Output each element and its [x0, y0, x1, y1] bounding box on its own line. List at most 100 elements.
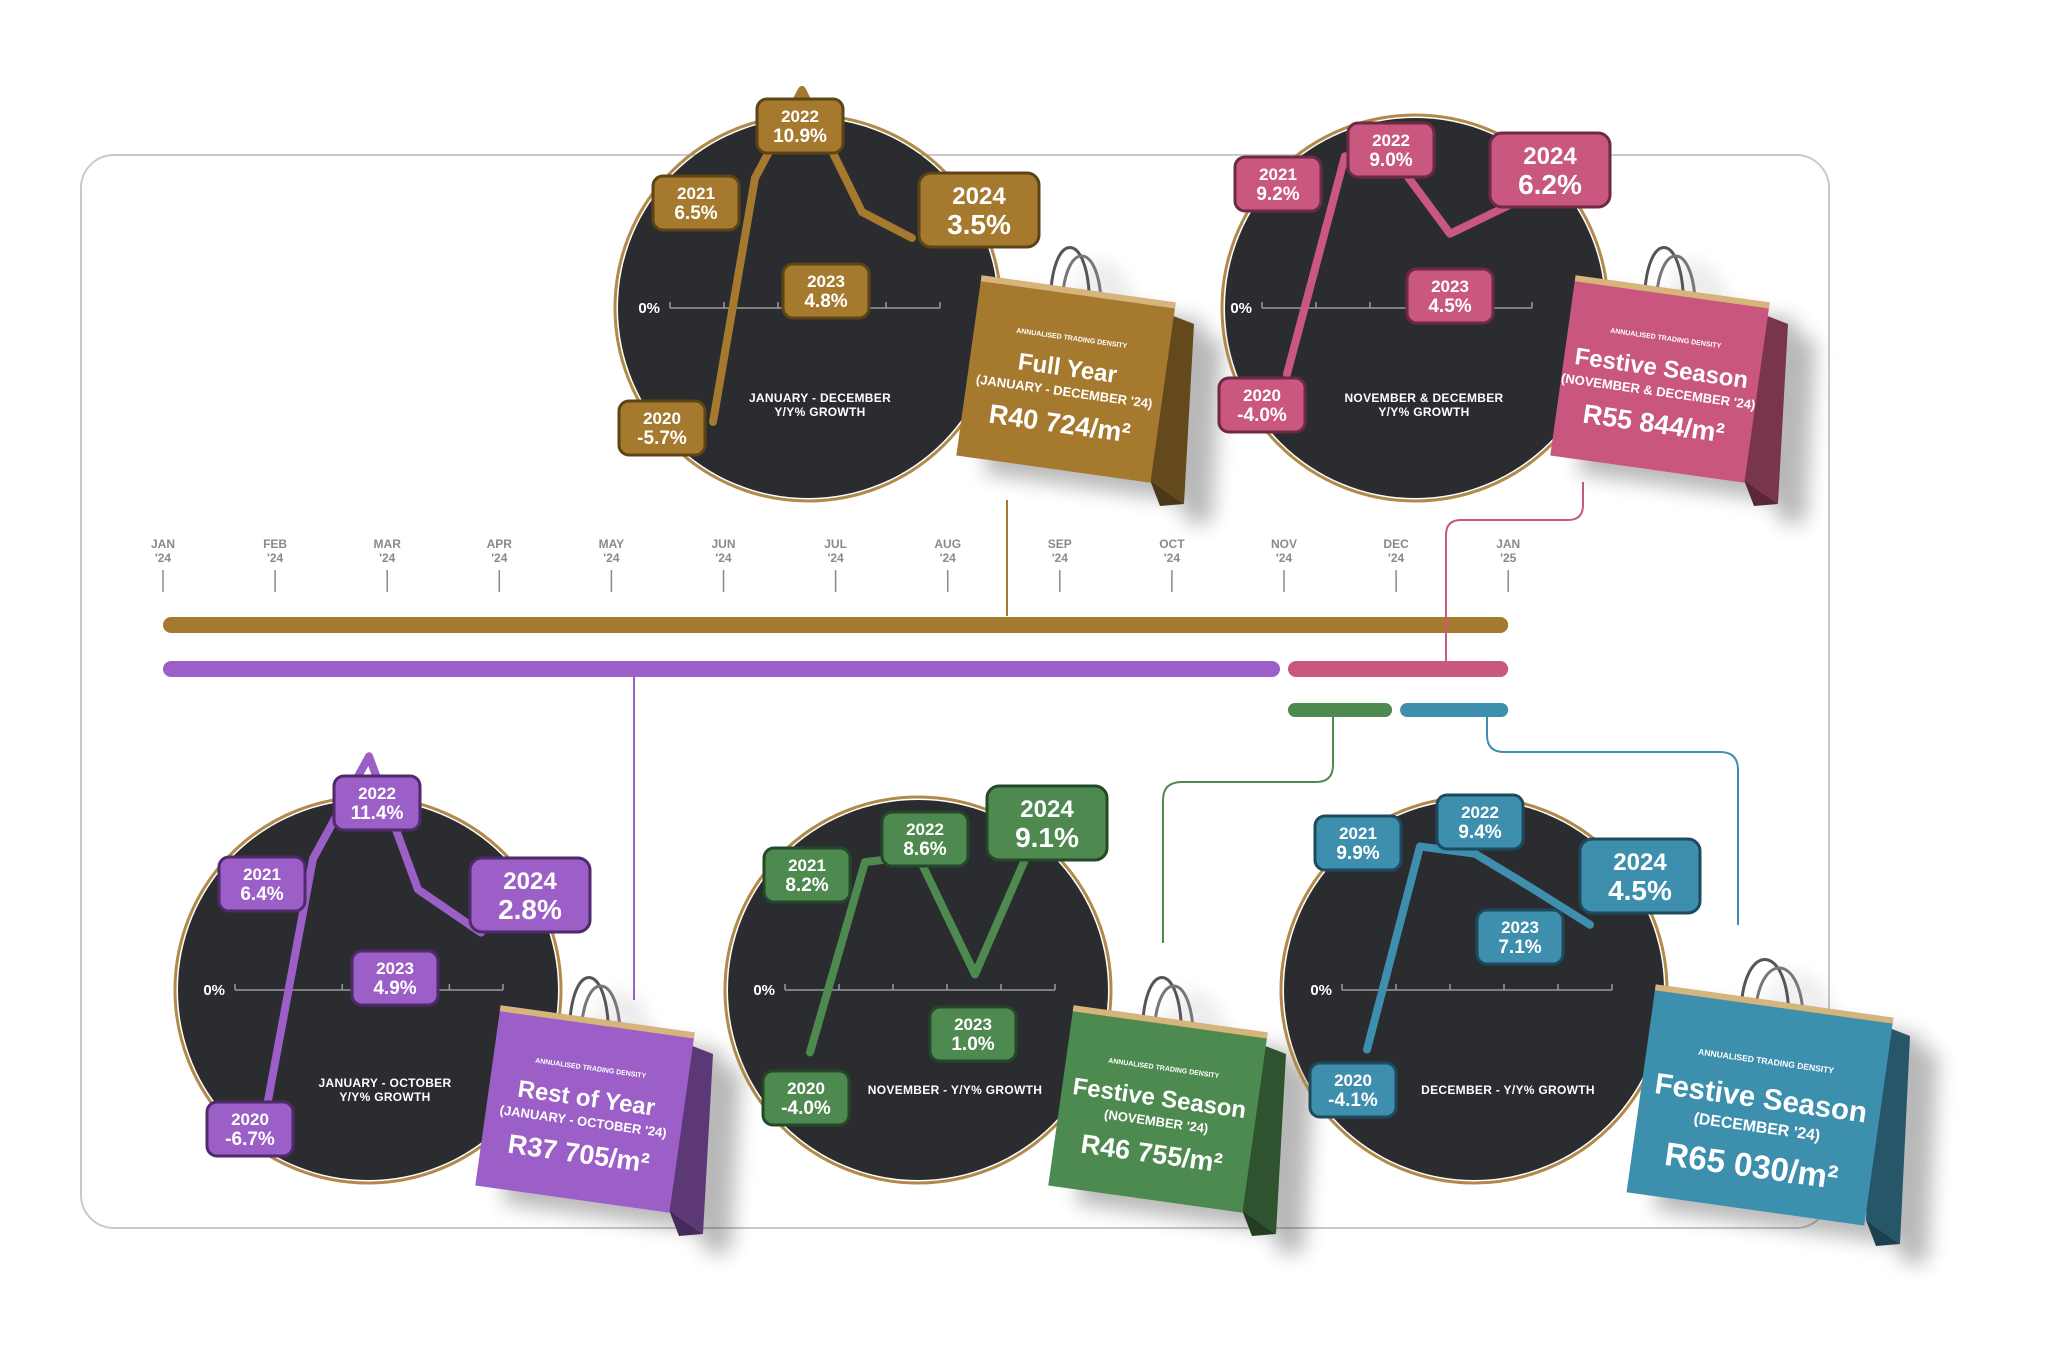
- data-label-box: [1578, 837, 1702, 915]
- data-label-year: 2021: [1339, 824, 1377, 843]
- bag-bottom: [1242, 1210, 1276, 1236]
- bag-bottom: [669, 1210, 703, 1236]
- timeline-bar-festive-season: [1288, 661, 1509, 677]
- month-label: JAN: [151, 537, 175, 551]
- data-label-year: 2021: [788, 856, 826, 875]
- data-label-box: [468, 856, 592, 934]
- data-label-value: 3.5%: [947, 209, 1011, 240]
- data-label-year: 2023: [1501, 918, 1539, 937]
- bag-bottom: [1150, 480, 1184, 506]
- data-label-value: 10.9%: [773, 126, 827, 147]
- month-label: OCT: [1159, 537, 1185, 551]
- data-label-value: 7.1%: [1498, 937, 1541, 958]
- data-label-box: [1308, 1061, 1398, 1119]
- bag-handle: [567, 976, 611, 1037]
- bag-handle: [1048, 246, 1092, 307]
- data-label-2020: 2020-4.0%: [1217, 376, 1307, 434]
- data-label-box: [350, 949, 440, 1007]
- data-label-year: 2022: [906, 820, 944, 839]
- month-label: NOV: [1271, 537, 1297, 551]
- data-label-value: 6.5%: [674, 203, 717, 224]
- bag-handle: [1642, 246, 1686, 307]
- bag-rim: [980, 275, 1176, 309]
- month-label: JAN: [1496, 537, 1520, 551]
- bag-rim: [1072, 1005, 1268, 1039]
- chart-caption: NOVEMBER - Y/Y% GROWTH: [868, 1083, 1042, 1097]
- data-label-value: -4.0%: [781, 1098, 831, 1119]
- month-label: FEB: [263, 537, 287, 551]
- month-year-label: '24: [1388, 551, 1405, 565]
- data-label-box: [1435, 793, 1525, 851]
- month-year-label: '24: [603, 551, 620, 565]
- data-label-year: 2024: [952, 183, 1006, 210]
- data-label-box: [617, 399, 707, 457]
- data-label-year: 2022: [1461, 803, 1499, 822]
- chart-caption: DECEMBER - Y/Y% GROWTH: [1421, 1083, 1595, 1097]
- timeline-bar-november: [1288, 703, 1393, 717]
- zero-label: 0%: [1230, 300, 1252, 317]
- data-label-value: 9.4%: [1458, 822, 1501, 843]
- data-label-year: 2020: [643, 409, 681, 428]
- month-year-label: '24: [491, 551, 508, 565]
- timeline-bar-december: [1400, 703, 1509, 717]
- chart-caption: Y/Y% GROWTH: [339, 1090, 430, 1104]
- data-label-year: 2024: [1613, 849, 1667, 876]
- data-label-value: 4.9%: [373, 978, 416, 999]
- data-label-value: 4.8%: [804, 291, 847, 312]
- data-label-value: -5.7%: [637, 428, 687, 449]
- data-label-box: [985, 784, 1109, 862]
- chart-caption: JANUARY - OCTOBER: [319, 1076, 452, 1090]
- month-year-label: '24: [827, 551, 844, 565]
- data-label-value: 11.4%: [351, 803, 404, 824]
- zero-label: 0%: [203, 982, 225, 999]
- data-label-box: [217, 855, 307, 913]
- data-label-box: [917, 171, 1041, 249]
- data-label-value: 6.4%: [240, 884, 283, 905]
- chart-december: 0%DECEMBER - Y/Y% GROWTH2020-4.1%20219.9…: [1279, 793, 1910, 1246]
- timeline: JAN'24FEB'24MAR'24APR'24MAY'24JUN'24JUL'…: [151, 537, 1520, 717]
- month-year-label: '24: [155, 551, 172, 565]
- bag-face: [956, 275, 1176, 483]
- data-label-box: [1217, 376, 1307, 434]
- data-label-year: 2020: [787, 1079, 825, 1098]
- zero-label: 0%: [638, 300, 660, 317]
- data-label-year: 2021: [677, 184, 715, 203]
- data-label-value: -6.7%: [225, 1129, 275, 1150]
- data-label-year: 2024: [1523, 143, 1577, 170]
- data-label-box: [762, 846, 852, 904]
- month-year-label: '24: [267, 551, 284, 565]
- data-label-box: [1233, 155, 1323, 213]
- month-label: MAR: [374, 537, 402, 551]
- data-label-box: [1475, 908, 1565, 966]
- data-label-year: 2021: [1259, 165, 1297, 184]
- data-label-value: 6.2%: [1518, 169, 1582, 200]
- data-label-year: 2023: [807, 272, 845, 291]
- connector-line: [1162, 717, 1334, 943]
- data-label-value: 2.8%: [498, 894, 562, 925]
- zero-label: 0%: [753, 982, 775, 999]
- month-label: MAY: [599, 537, 625, 551]
- data-label-box: [781, 262, 871, 320]
- month-year-label: '24: [1164, 551, 1181, 565]
- data-label-2020: 2020-4.1%: [1308, 1061, 1398, 1119]
- data-label-value: 4.5%: [1608, 875, 1672, 906]
